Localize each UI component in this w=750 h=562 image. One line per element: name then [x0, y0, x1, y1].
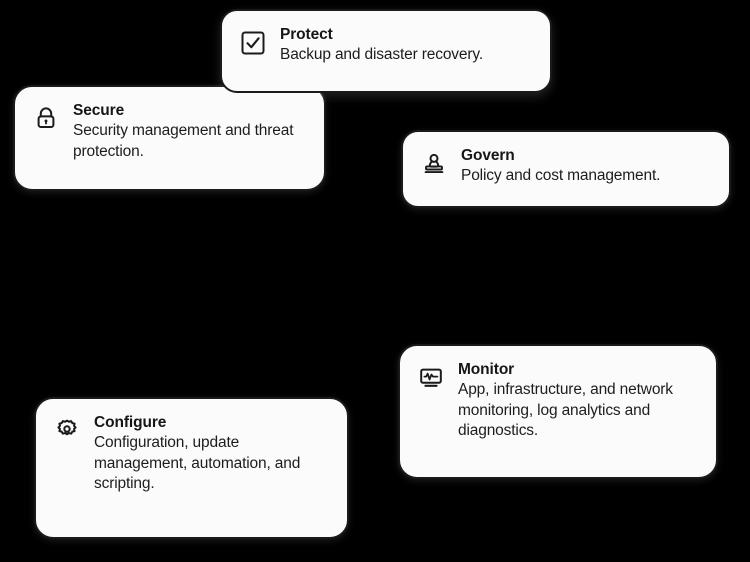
card-description: Backup and disaster recovery.	[280, 46, 483, 64]
card-configure[interactable]: Configure Configuration, update manageme…	[34, 397, 349, 539]
card-description: Configuration, update management, automa…	[94, 434, 301, 492]
stamp-icon	[419, 149, 449, 179]
lock-icon	[31, 103, 61, 133]
monitor-pulse-icon	[416, 363, 446, 393]
card-secure[interactable]: Secure Security management and threat pr…	[13, 85, 326, 191]
card-title: Protect	[280, 26, 333, 43]
card-text: Secure Security management and threat pr…	[73, 101, 308, 162]
checkbox-checked-icon	[238, 28, 268, 58]
card-description: Security management and threat protectio…	[73, 122, 294, 160]
card-description: Policy and cost management.	[461, 167, 661, 185]
card-text: Govern Policy and cost management.	[461, 146, 713, 187]
card-protect[interactable]: Protect Backup and disaster recovery.	[220, 9, 552, 93]
card-description: App, infrastructure, and network monitor…	[458, 381, 673, 439]
card-text: Protect Backup and disaster recovery.	[280, 25, 534, 66]
card-title: Secure	[73, 102, 125, 119]
card-text: Monitor App, infrastructure, and network…	[458, 360, 700, 441]
gear-icon	[52, 416, 82, 446]
card-monitor[interactable]: Monitor App, infrastructure, and network…	[398, 344, 718, 479]
card-title: Govern	[461, 147, 515, 164]
card-title: Configure	[94, 414, 167, 431]
card-govern[interactable]: Govern Policy and cost management.	[401, 130, 731, 208]
card-title: Monitor	[458, 361, 515, 378]
card-text: Configure Configuration, update manageme…	[94, 413, 331, 494]
